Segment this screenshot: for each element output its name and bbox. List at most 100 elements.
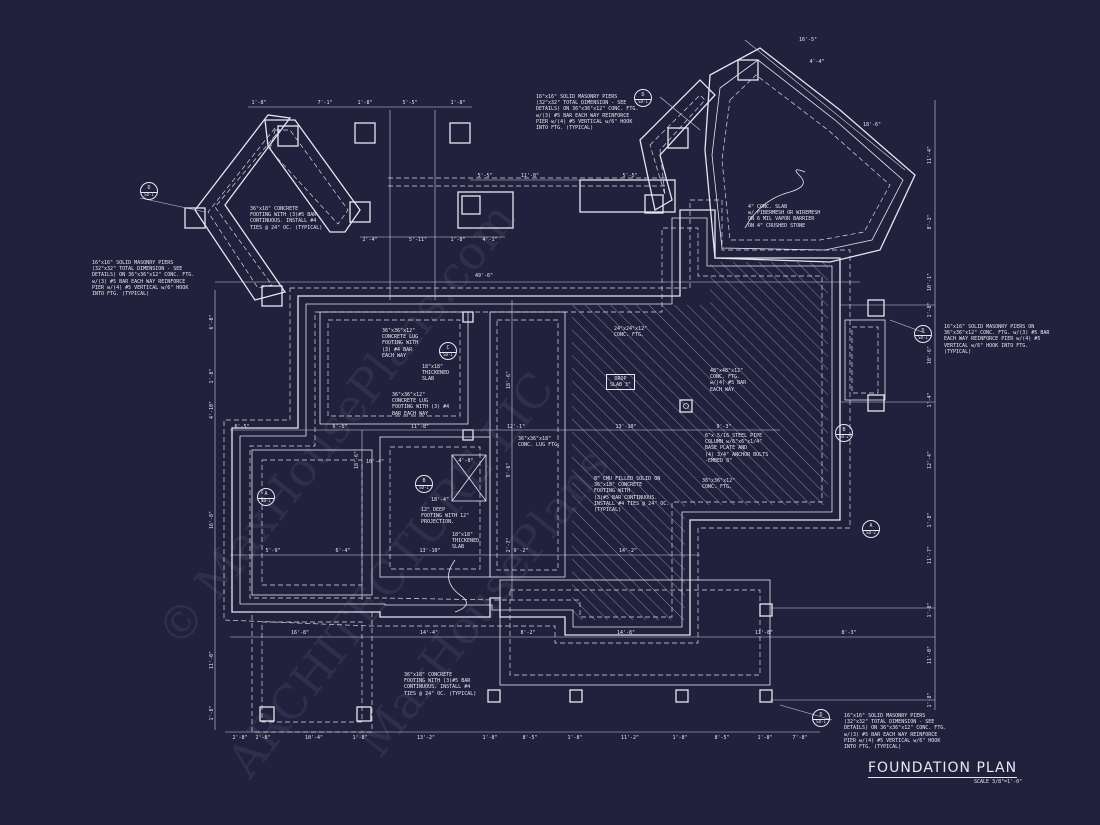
dimension-label: 5'-5" (477, 173, 493, 179)
note-line: VERTICAL w/6" HOOK INTO FTG. (944, 342, 1029, 349)
note-line: INTO FTG. (TYPICAL) (844, 744, 902, 751)
dimension-label: 10'-4" (304, 735, 324, 741)
note-line: EACH WAY REINFORCE PIER w/(4) #5 (944, 336, 1041, 343)
section-tag-sheet: SD-1 (816, 719, 826, 724)
note-line: ON 6 MIL VAPOR BARRIER (748, 216, 815, 223)
dimension-label: 16'-4" (365, 459, 385, 465)
dimension-label: 11'-4" (927, 145, 933, 165)
dimension-label: 1'-8" (927, 302, 933, 318)
note-line: INTO FTG. (TYPICAL) (92, 291, 150, 298)
dimension-label: 5'-11" (408, 237, 428, 243)
dimension-label: 8'-5" (714, 735, 730, 741)
note-line: CONTINUOUS. INSTALL #4 (404, 684, 471, 691)
section-tag-letter: D (915, 328, 931, 336)
note-line: FOOTING WITH (3)#5 BAR (404, 678, 471, 685)
dimension-label: 49'-6" (474, 273, 494, 279)
dimension-label: 7'-1" (317, 100, 333, 106)
note-line: 36"x18" CONCRETE (594, 482, 643, 489)
note-line: FOOTING WITH 12" (421, 513, 470, 520)
note-line: w/ FIBERMESH OR WIREMESH (748, 210, 821, 217)
dimension-label: 13'-2" (416, 735, 436, 741)
section-tag-letter: D (635, 92, 651, 100)
dimension-label: 1'-8" (450, 100, 466, 106)
note-line: 36"x36"x18" (518, 436, 552, 442)
dimension-label: 5'-5" (402, 100, 418, 106)
dimension-label: 1'-8" (927, 602, 933, 618)
section-tag-letter: B (836, 427, 852, 435)
dimension-label: 7'-8" (792, 735, 808, 741)
dimension-label: 18'-6" (506, 370, 512, 390)
dimension-label: 1'-8" (567, 735, 583, 741)
note-line: CONC. FTG. (702, 484, 733, 491)
dimension-label: 5'-5" (622, 173, 638, 179)
note-line: 8" CMU FILLED SOLID ON (594, 476, 661, 482)
dimension-label: 2'-7" (506, 537, 512, 553)
section-tag-sheet: SD-1 (144, 192, 154, 197)
note-conc-lug: 36"x36"x18"CONC. LUG FTG. (518, 436, 560, 448)
section-tag-sheet: SD-1 (638, 99, 648, 104)
dimension-label: 10'-1" (927, 272, 933, 292)
note-line: (TYPICAL) (594, 507, 622, 514)
dimension-label: 1'-8" (357, 100, 373, 106)
dimension-label: 6'-5" (234, 424, 250, 430)
note-line: BASE PLATE AND (705, 445, 748, 452)
note-line: DETAILS) ON 36"x36"x12" CONC. FTG. (536, 106, 639, 113)
note-line: -EMBED 8" (705, 457, 733, 464)
note-line: INSTALL #4 TIES @ 24" OC. (594, 500, 670, 507)
note-piers-top: 16"x16" SOLID MASONRY PIERS(32"x32" TOTA… (536, 94, 638, 131)
note-line: 36"x36"x12" (392, 392, 426, 398)
note-line: DROP (614, 376, 627, 382)
section-tag-letter: C (440, 345, 456, 353)
dimension-label: 13'-10" (419, 548, 441, 554)
note-line: PIER w/(4) #5 VERTICAL w/6" HOOK (536, 118, 633, 125)
section-tag-sheet: SD-1 (443, 352, 453, 357)
note-line: 16"x16" SOLID MASONRY PIERS (92, 260, 174, 266)
dimension-label: 8'-3" (841, 630, 857, 636)
dimension-label: 1'-8" (927, 692, 933, 708)
note-line: (TYPICAL) (944, 348, 972, 355)
note-line: 16"x16" SOLID MASONRY PIERS (536, 94, 618, 100)
dimension-label: 1'-8" (927, 512, 933, 528)
note-line: CONCRETE LUG (392, 398, 429, 405)
dimension-label: 9'-6" (506, 462, 512, 478)
note-ftg-24: 24"x24"x12"CONC. FTG. (614, 326, 647, 338)
dimension-label: 1'-8" (450, 237, 466, 243)
note-line: CONC. LUG FTG. (518, 442, 561, 449)
dimension-label: 14'-4" (419, 630, 439, 636)
note-line: SLAB (422, 376, 435, 383)
foundation-walls (223, 199, 886, 733)
note-line: THICKENED (422, 370, 450, 377)
note-line: (3) #4 BAR (382, 346, 413, 353)
dimension-label: 1'-8" (352, 735, 368, 741)
section-tag-letter: A (863, 523, 879, 531)
dimension-label: 4'-8" (458, 458, 474, 464)
section-tag-sheet: SD-2 (839, 434, 849, 439)
note-line: 36"x18" CONCRETE (404, 672, 453, 678)
note-line: 6"x 5/16 STEEL PIPE (705, 433, 763, 439)
dimension-label: 8'-5" (522, 735, 538, 741)
dimension-label: 2'-8" (255, 735, 271, 741)
note-line: TIES @ 24" OC. (TYPICAL) (404, 690, 477, 697)
section-tag-letter: D (141, 185, 157, 193)
note-line: CONTINUOUS. INSTALL #4 (250, 218, 317, 225)
note-line: COLUMN w/6"x6"x1/4" (705, 439, 763, 446)
note-line: ON 4" CRUSHED STONE (748, 222, 806, 229)
dimension-label: 18'-6" (862, 122, 882, 128)
dimension-label: 11'-0" (209, 650, 215, 670)
dimension-label: 4'-10" (209, 400, 215, 420)
slab-leader (744, 169, 806, 229)
masonry-piers (184, 59, 885, 722)
note-line: EACH WAY (710, 386, 735, 393)
